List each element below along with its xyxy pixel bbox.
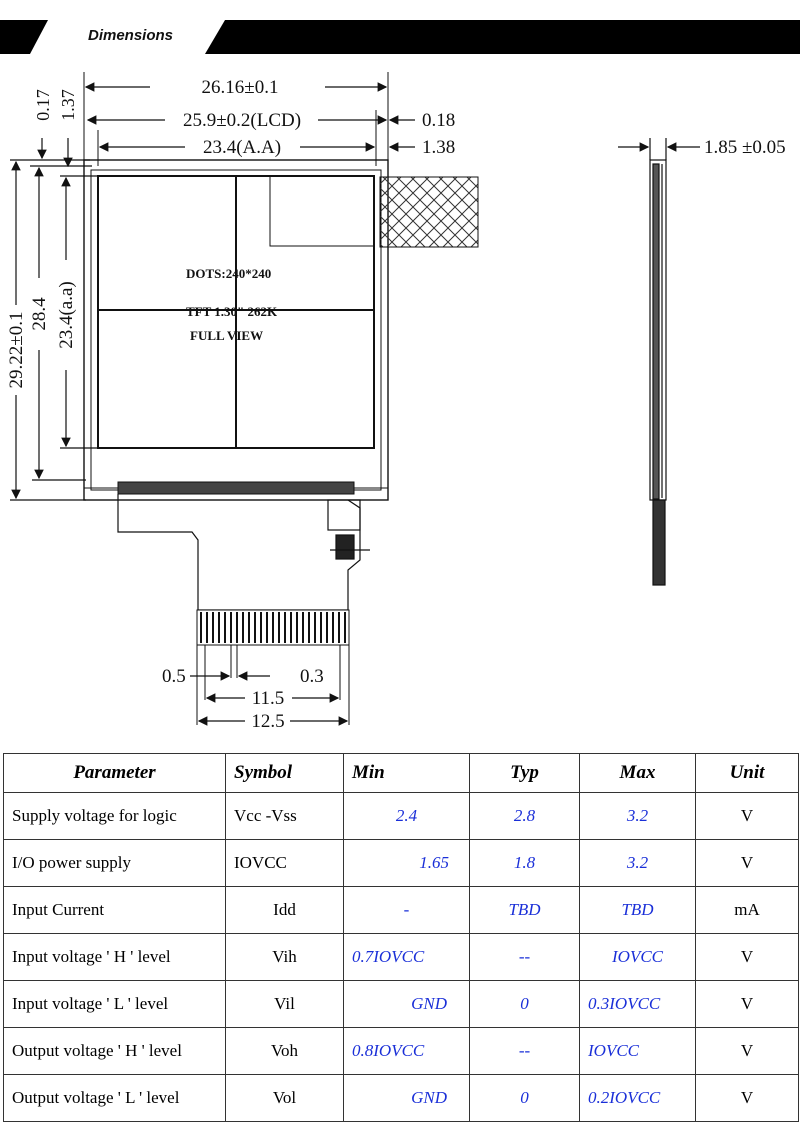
cell-max: 3.2 — [579, 792, 696, 840]
cell-unit: mA — [695, 886, 799, 934]
cell-max: 0.3IOVCC — [579, 980, 696, 1028]
cell-unit: V — [695, 839, 799, 887]
cell-min: 2.4 — [343, 792, 470, 840]
cell-parameter: Supply voltage for logic — [3, 792, 226, 840]
table-row: Input voltage ' H ' level Vih 0.7IOVCC -… — [3, 933, 799, 981]
cell-min: 0.7IOVCC — [343, 933, 470, 981]
table-row: Output voltage ' L ' level Vol GND 0 0.2… — [3, 1074, 799, 1122]
cell-min: GND — [343, 980, 470, 1028]
cell-max: 3.2 — [579, 839, 696, 887]
dimension-drawing: 26.16±0.1 25.9±0.2(LCD) 23.4(A.A) 0.18 1… — [6, 72, 786, 732]
table-row: I/O power supply IOVCC 1.65 1.8 3.2 V — [3, 839, 799, 887]
section-header: Dimensions — [0, 20, 800, 54]
dim-lcd-height: 28.4 — [29, 297, 50, 331]
cell-symbol: Vcc -Vss — [225, 792, 344, 840]
cell-symbol: IOVCC — [225, 839, 344, 887]
cell-min: 0.8IOVCC — [343, 1027, 470, 1075]
cell-symbol: Idd — [225, 886, 344, 934]
cell-min: 1.65 — [343, 839, 470, 887]
dim-lcd-width: 25.9±0.2(LCD) — [183, 110, 301, 131]
cell-min: GND — [343, 1074, 470, 1122]
section-title: Dimensions — [88, 27, 174, 44]
electrical-spec-table: Parameter Symbol Min Typ Max Unit Supply… — [3, 753, 799, 1122]
module-outline — [83, 159, 389, 501]
table-row: Supply voltage for logic Vcc -Vss 2.4 2.… — [3, 792, 799, 840]
cell-parameter: I/O power supply — [3, 839, 226, 887]
cell-unit: V — [695, 1027, 799, 1075]
cell-unit: V — [695, 933, 799, 981]
dim-top-offset-2: 1.37 — [58, 89, 78, 121]
fpc-pins — [196, 609, 350, 646]
dim-aa-height: 23.4(a.a) — [56, 281, 77, 349]
cell-typ: TBD — [469, 886, 580, 934]
cell-unit: V — [695, 980, 799, 1028]
connector-strip — [117, 481, 355, 495]
header-symbol: Symbol — [225, 753, 344, 793]
dim-aa-width: 23.4(A.A) — [203, 137, 281, 158]
dim-overall-height: 29.22±0.1 — [6, 312, 27, 389]
cell-symbol: Vol — [225, 1074, 344, 1122]
cell-min: - — [343, 886, 470, 934]
cell-max: IOVCC — [579, 933, 696, 981]
dim-pin-pitch-a: 0.5 — [162, 666, 186, 687]
cell-symbol: Vil — [225, 980, 344, 1028]
cell-parameter: Output voltage ' L ' level — [3, 1074, 226, 1122]
dim-fpc-width: 12.5 — [251, 711, 284, 732]
header-min: Min — [343, 753, 470, 793]
cell-symbol: Vih — [225, 933, 344, 981]
side-view — [618, 138, 700, 586]
screen-dots-label: DOTS:240*240 — [186, 266, 271, 281]
screen-view-label: FULL VIEW — [190, 328, 263, 343]
dim-fpc-pins-width: 11.5 — [252, 688, 285, 709]
cell-parameter: Output voltage ' H ' level — [3, 1027, 226, 1075]
cell-symbol: Voh — [225, 1027, 344, 1075]
table-header-row: Parameter Symbol Min Typ Max Unit — [3, 753, 799, 793]
dim-right-offset-1: 0.18 — [422, 110, 455, 131]
cell-parameter: Input voltage ' H ' level — [3, 933, 226, 981]
header-typ: Typ — [469, 753, 580, 793]
screen-tft-label: TFT 1.30" 262K — [186, 304, 278, 319]
cell-typ: 0 — [469, 980, 580, 1028]
cell-typ: 2.8 — [469, 792, 580, 840]
dim-thickness: 1.85 ±0.05 — [704, 137, 786, 158]
cell-typ: -- — [469, 1027, 580, 1075]
cell-typ: 1.8 — [469, 839, 580, 887]
hatch-frame — [269, 175, 375, 247]
table-row: Input Current Idd - TBD TBD mA — [3, 886, 799, 934]
dim-pin-pitch-b: 0.3 — [300, 666, 324, 687]
cell-unit: V — [695, 1074, 799, 1122]
cell-typ: 0 — [469, 1074, 580, 1122]
cell-unit: V — [695, 792, 799, 840]
cell-parameter: Input Current — [3, 886, 226, 934]
cell-max: IOVCC — [579, 1027, 696, 1075]
cell-max: TBD — [579, 886, 696, 934]
cell-typ: -- — [469, 933, 580, 981]
table-row: Output voltage ' H ' level Voh 0.8IOVCC … — [3, 1027, 799, 1075]
dim-top-offset-1: 0.17 — [33, 89, 53, 121]
fpc-tail — [117, 494, 370, 611]
header-parameter: Parameter — [3, 753, 226, 793]
cell-max: 0.2IOVCC — [579, 1074, 696, 1122]
header-max: Max — [579, 753, 696, 793]
dim-right-offset-2: 1.38 — [422, 137, 455, 158]
header-bar-shape — [0, 20, 800, 54]
dim-overall-width: 26.16±0.1 — [202, 77, 279, 98]
header-unit: Unit — [695, 753, 799, 793]
backlight-tape — [379, 176, 479, 248]
cell-parameter: Input voltage ' L ' level — [3, 980, 226, 1028]
table-row: Input voltage ' L ' level Vil GND 0 0.3I… — [3, 980, 799, 1028]
